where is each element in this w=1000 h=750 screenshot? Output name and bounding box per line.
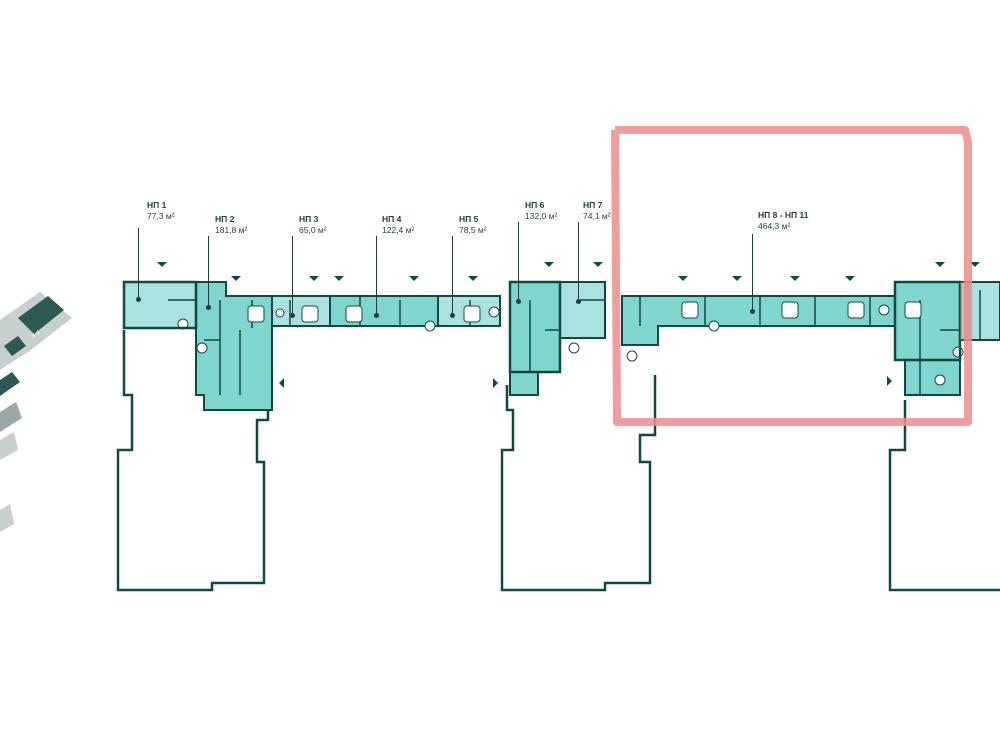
- unit-name: НП 5: [459, 214, 479, 224]
- leader-np2: [206, 236, 211, 310]
- context-map: [0, 292, 72, 532]
- unit-area: 78,5 м²: [459, 225, 487, 235]
- unit-fills: [123, 281, 1000, 411]
- utility-icons: [177, 301, 964, 386]
- unit-label-np1: НП 1 77,3 м²: [147, 200, 175, 222]
- unit-name: НП 3: [299, 214, 319, 224]
- unit-name: НП 8 - НП 11: [758, 210, 809, 220]
- unit-label-np7: НП 7 74,1 м²: [583, 200, 611, 222]
- leader-np8-11: [750, 234, 755, 314]
- unit-outline-walls: [122, 280, 962, 374]
- unit-label-np4: НП 4 122,4 м²: [382, 214, 414, 236]
- unit-area: 74,1 м²: [583, 211, 611, 221]
- leader-np7: [576, 222, 581, 304]
- highlight-frame: [611, 126, 972, 426]
- leader-np5: [450, 236, 455, 318]
- unit-area: 77,3 м²: [147, 211, 175, 221]
- unit-label-np8-11: НП 8 - НП 11 464,3 м²: [758, 210, 809, 232]
- unit-area: 181,8 м²: [215, 225, 248, 235]
- inner-walls: [168, 290, 981, 395]
- leader-np6: [516, 222, 521, 304]
- highlight-overlay: [960, 282, 970, 340]
- unit-name: НП 1: [147, 200, 167, 210]
- unit-area: 132,0 м²: [525, 211, 558, 221]
- leader-np3: [290, 236, 295, 318]
- entrance-markers: [157, 262, 980, 388]
- unit-label-np2: НП 2 181,8 м²: [215, 214, 247, 236]
- unit-name: НП 6: [525, 200, 545, 210]
- unit-area: 122,4 м²: [382, 225, 415, 235]
- unit-area: 464,3 м²: [758, 221, 791, 231]
- unit-area: 65,0 м²: [299, 225, 327, 235]
- unit-name: НП 2: [215, 214, 235, 224]
- leader-np1: [136, 228, 141, 302]
- leader-np4: [374, 236, 379, 318]
- unit-label-np5: НП 5 78,5 м²: [459, 214, 487, 236]
- unit-label-np3: НП 3 65,0 м²: [299, 214, 327, 236]
- unit-label-np6: НП 6 132,0 м²: [525, 200, 557, 222]
- unit-name: НП 4: [382, 214, 402, 224]
- unit-name: НП 7: [583, 200, 603, 210]
- lower-building-outlines: [116, 330, 1000, 592]
- unit-np7-area: [559, 281, 606, 339]
